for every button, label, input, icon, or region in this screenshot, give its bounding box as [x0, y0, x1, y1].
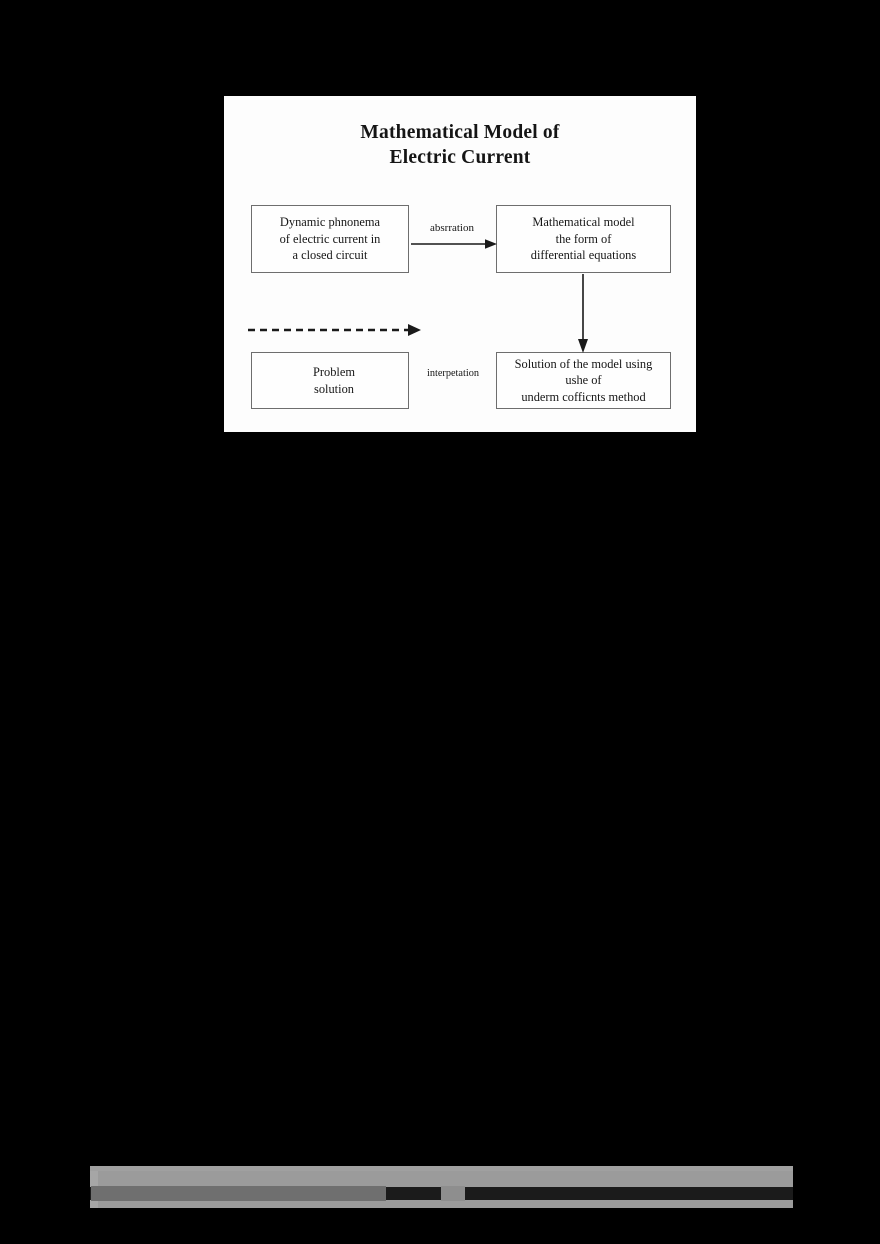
edge-label-abstraction: absrration — [430, 222, 474, 234]
node-line: underm cofficnts method — [521, 389, 646, 404]
node-line: solution — [314, 381, 354, 396]
footer-redaction-bar-left — [91, 1186, 386, 1201]
figure-panel: Mathematical Model of Electric Current D… — [224, 96, 696, 432]
node-line: ushe of — [565, 373, 602, 388]
node-line: a closed circuit — [292, 248, 368, 263]
node-line: differential equations — [530, 248, 637, 263]
node-line: Dynamic phnonema — [279, 215, 381, 230]
node-model-solution: Solution of the model using ushe of unde… — [496, 352, 671, 409]
footer-redacted-band — [90, 1166, 793, 1208]
node-dynamic-phenomena: Dynamic phnonema of electric current in … — [251, 205, 409, 273]
node-line: of electric current in — [279, 231, 381, 246]
footer-page-number-redaction — [441, 1186, 465, 1201]
arrow-feedback-dashed — [248, 324, 421, 336]
node-mathematical-model-text: Mathematical model the form of different… — [497, 214, 670, 264]
node-line: Mathematical model — [532, 215, 635, 230]
node-line: Solution of the model using — [514, 356, 653, 371]
footer-top-edge — [90, 1166, 793, 1171]
figure-title-line-1: Mathematical Model of — [360, 122, 560, 143]
arrow-solve-down — [578, 274, 588, 353]
node-model-solution-text: Solution of the model using ushe of unde… — [497, 356, 670, 406]
node-line: the form of — [555, 231, 612, 246]
node-problem-solution: Problem solution — [251, 352, 409, 409]
figure-title-line-2: Electric Current — [389, 147, 531, 168]
node-problem-solution-text: Problem solution — [252, 364, 408, 397]
node-dynamic-phenomena-text: Dynamic phnonema of electric current in … — [252, 214, 408, 264]
node-line: Problem — [313, 365, 355, 379]
figure-title: Mathematical Model of Electric Current — [224, 120, 696, 170]
edge-label-interpetation: interpetation — [426, 368, 480, 379]
node-mathematical-model: Mathematical model the form of different… — [496, 205, 671, 273]
arrow-abstraction — [411, 239, 497, 249]
